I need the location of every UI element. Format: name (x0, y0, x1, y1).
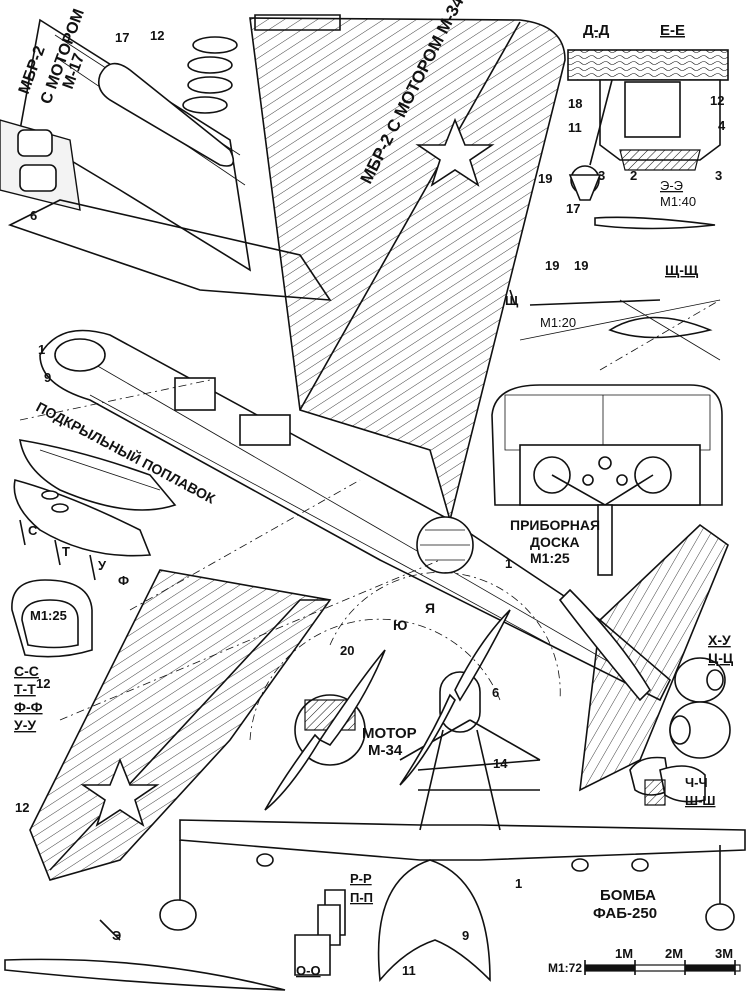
panel-caption-line3: М1:25 (530, 550, 570, 566)
float-cross-section (11, 579, 93, 658)
section-dd-ee-drawing (567, 49, 729, 230)
section-shsh-drawing (519, 299, 721, 361)
cut-letter-u: У (98, 558, 107, 573)
callout-14: 14 (493, 756, 508, 771)
section-tt-label: Т-Т (14, 681, 36, 697)
bomb-caption-line1: БОМБА (600, 887, 656, 904)
section-oo-label: О-О (296, 963, 321, 978)
callout-18: 18 (568, 96, 582, 111)
section-ff-label: Ф-Ф (14, 699, 43, 715)
callout-12-top: 12 (150, 28, 164, 43)
section-rr-label: Р-Р (350, 871, 372, 886)
bombs-row (182, 36, 238, 114)
callout-20: 20 (340, 643, 354, 658)
callout-1-front: 1 (515, 876, 522, 891)
scale-bar (584, 960, 741, 975)
motor-caption-line1: МОТОР (362, 725, 417, 742)
instrument-panel-drawing (491, 384, 723, 576)
scale-bar-tick-2: 2М (665, 946, 683, 961)
section-ee-title: Е-Е (660, 22, 685, 39)
callout-6-front: 6 (492, 685, 499, 700)
front-view-aircraft (159, 609, 746, 982)
star-insignia-lower (80, 757, 160, 827)
section-shsh-letter: Щ (505, 293, 519, 308)
construction-lines (19, 299, 721, 721)
scale-bar-tick-3: 3М (715, 946, 733, 961)
section-chch-label: Ч-Ч (685, 775, 708, 790)
callout-19-shsh: 19 (574, 258, 588, 273)
cut-letter-e: Э (112, 928, 121, 943)
callout-19-middle: 19 (545, 258, 559, 273)
m17-wing-view (0, 18, 332, 301)
float-scale-label: М1:25 (30, 608, 67, 623)
callout-1-hull: 1 (505, 556, 512, 571)
cut-letter-s: С (28, 523, 38, 538)
cut-letter-ya: Я (425, 600, 435, 616)
small-sections-rp (294, 889, 346, 976)
right-sections-drawings (629, 657, 731, 806)
cut-letter-f: Ф (118, 573, 129, 588)
panel-caption-line2: ДОСКА (530, 534, 580, 550)
cut-markers (19, 289, 516, 941)
section-cc-label: С-С (14, 663, 39, 679)
section-oo-profile (4, 958, 286, 991)
callout-4: 4 (718, 118, 726, 133)
callout-12-lower: 12 (36, 676, 50, 691)
motor-caption-line2: М-34 (368, 742, 403, 759)
scale-bar-tick-1: 1М (615, 946, 633, 961)
callout-12-section: 12 (710, 93, 724, 108)
callout-12-wing: 12 (15, 800, 29, 815)
panel-caption-line1: ПРИБОРНАЯ (510, 517, 600, 533)
wingtip-float-profile (13, 439, 177, 557)
callout-3-right: 3 (715, 168, 722, 183)
section-pp-label: П-П (350, 890, 373, 905)
motor-m34-drawing (249, 618, 501, 811)
callout-17-section: 17 (566, 201, 580, 216)
hull-top-view (39, 329, 671, 702)
callout-3-left: 3 (598, 168, 605, 183)
star-insignia-upper (415, 117, 495, 187)
left-underwing-float (159, 840, 197, 931)
callout-9-front: 9 (462, 928, 469, 943)
section-shsh-scale: М1:20 (540, 315, 576, 330)
bomb-caption-line2: ФАБ-250 (593, 905, 657, 922)
callout-2: 2 (630, 168, 637, 183)
callout-17-top: 17 (115, 30, 129, 45)
callout-1-left: 1 (38, 342, 45, 357)
right-underwing-float (705, 845, 735, 931)
section-shsh2-label: Ш-Ш (685, 793, 715, 808)
section-ee2-scale: М1:40 (660, 194, 696, 209)
section-uu-label: У-У (14, 717, 36, 733)
callout-6-left: 6 (30, 208, 37, 223)
section-shsh-title: Щ-Щ (665, 262, 699, 278)
section-xu-label: Х-У (708, 632, 731, 648)
callout-19-upper: 19 (538, 171, 552, 186)
cut-letter-t: Т (62, 544, 70, 559)
section-dd-title: Д-Д (583, 22, 610, 39)
callout-11-section: 11 (568, 120, 582, 135)
callout-11-front: 11 (402, 963, 416, 978)
scale-bar-label: М1:72 (548, 961, 582, 975)
cut-letter-yu: Ю (393, 617, 407, 633)
tail-planform (558, 523, 729, 792)
section-tsts-label: Ц-Ц (708, 650, 734, 666)
callout-9-left: 9 (44, 370, 51, 385)
section-ee2-title: Э-Э (660, 178, 683, 193)
